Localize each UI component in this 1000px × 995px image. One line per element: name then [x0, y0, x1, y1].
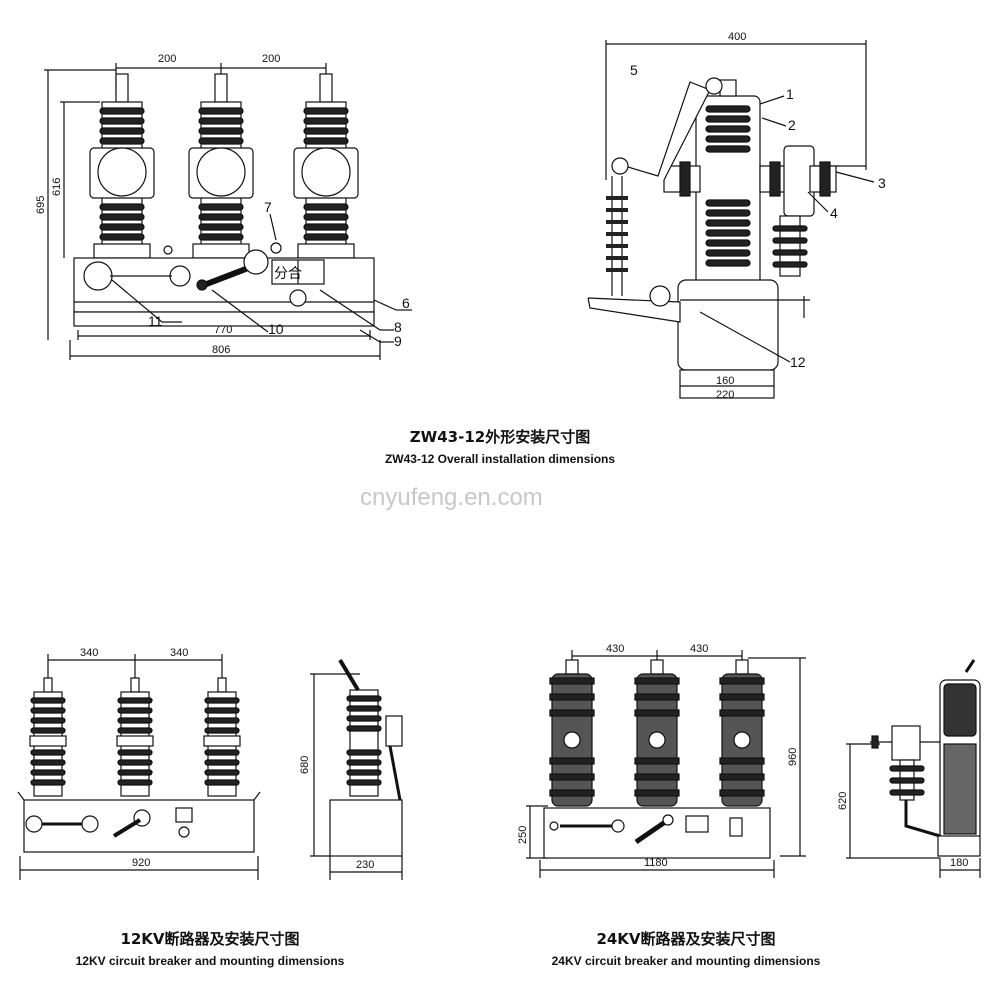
kv24-dims: 430 430 960 250 1180 620 180 [517, 643, 968, 869]
dim-620: 620 [837, 792, 849, 810]
kv12-front-view [17, 654, 261, 880]
dim-960: 960 [787, 748, 799, 766]
dim-200-left: 200 [158, 53, 176, 65]
callout-10: 10 [268, 321, 284, 337]
callout-numbers: 1 2 3 4 5 6 7 8 9 10 11 12 [148, 62, 886, 370]
kv12-caption-cn: 12KV断路器及安装尺寸图 [120, 930, 300, 948]
dim-430-right: 430 [690, 643, 708, 655]
dim-430-left: 430 [606, 643, 624, 655]
callout-1: 1 [786, 86, 794, 102]
dim-230: 230 [356, 859, 374, 871]
dim-400: 400 [728, 31, 746, 43]
dim-200-right: 200 [262, 53, 280, 65]
dim-220: 220 [716, 389, 734, 401]
panel-text: 分合 [274, 265, 302, 281]
callout-3: 3 [878, 175, 886, 191]
dim-616: 616 [51, 178, 63, 196]
callout-5: 5 [630, 62, 638, 78]
dim-695: 695 [35, 196, 47, 214]
callout-7: 7 [264, 199, 272, 215]
dim-770: 770 [214, 324, 232, 336]
dim-680: 680 [299, 756, 311, 774]
callout-4: 4 [830, 205, 838, 221]
callout-9: 9 [394, 333, 402, 349]
top-side-dims: 400 160 220 [716, 31, 746, 401]
top-caption-en: ZW43-12 Overall installation dimensions [384, 452, 616, 466]
kv12-side-view [310, 658, 403, 880]
dim-340-left: 340 [80, 647, 98, 659]
top-front-dims: 200 200 695 616 770 806 分合 [35, 53, 302, 356]
callout-2: 2 [788, 117, 796, 133]
callout-11: 11 [148, 313, 163, 329]
top-front-view [44, 63, 412, 360]
watermark: cnyufeng.en.com [360, 484, 543, 511]
callout-6: 6 [402, 295, 410, 311]
kv24-front-view [526, 650, 806, 878]
kv24-side-view [846, 659, 981, 878]
dim-250: 250 [517, 826, 529, 844]
top-side-view [587, 40, 875, 399]
dim-806: 806 [212, 344, 230, 356]
dim-340-right: 340 [170, 647, 188, 659]
callout-12: 12 [790, 354, 806, 370]
kv12-dims: 340 340 920 680 230 [80, 647, 374, 871]
dim-180: 180 [950, 857, 968, 869]
callout-8: 8 [394, 319, 402, 335]
kv24-caption-en: 24KV circuit breaker and mounting dimens… [551, 954, 821, 968]
dim-920: 920 [132, 857, 150, 869]
dim-1180: 1180 [644, 857, 668, 869]
kv24-caption-cn: 24KV断路器及安装尺寸图 [596, 930, 776, 948]
dim-160: 160 [716, 375, 734, 387]
top-caption-cn: ZW43-12外形安装尺寸图 [409, 428, 591, 446]
kv12-caption-en: 12KV circuit breaker and mounting dimens… [75, 954, 345, 968]
